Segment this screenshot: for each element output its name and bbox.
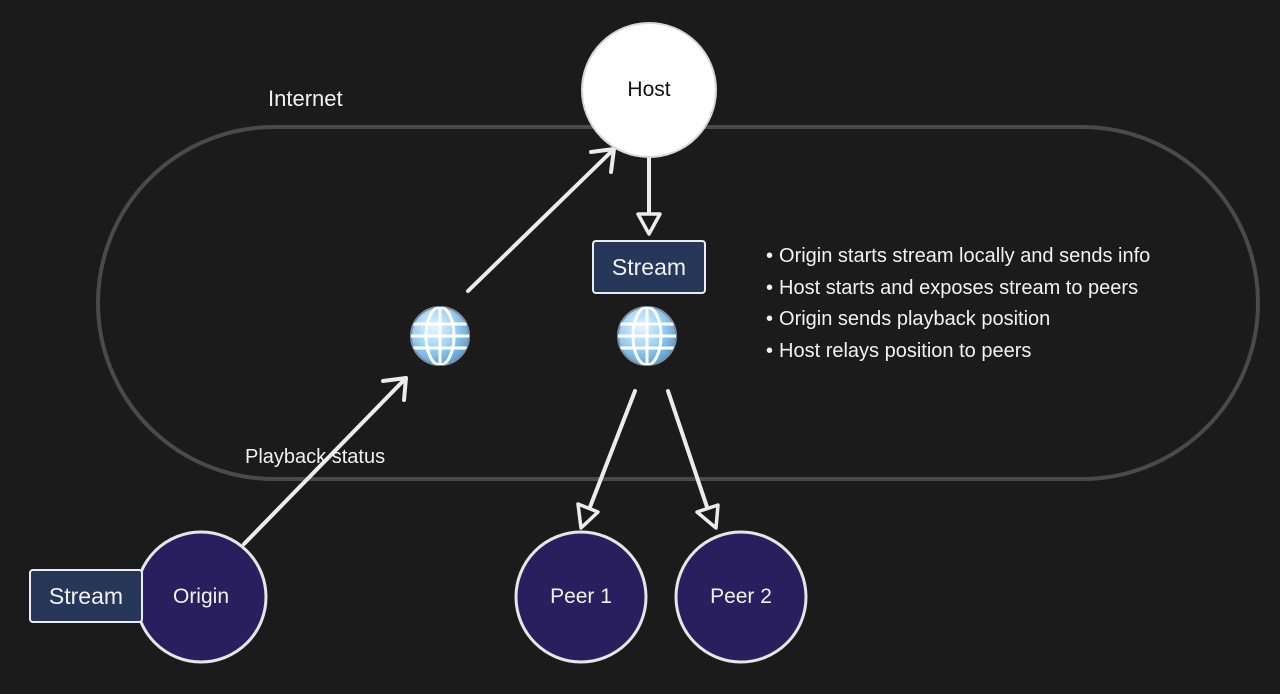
playback-status-label: Playback status bbox=[245, 446, 386, 468]
note-item: Host starts and exposes stream to peers bbox=[766, 273, 1150, 305]
notes-list: Origin starts stream locally and sends i… bbox=[766, 241, 1150, 367]
origin-label: Origin bbox=[172, 585, 230, 608]
peer2-node bbox=[674, 530, 808, 664]
host-stream-label: Stream bbox=[611, 253, 687, 280]
host-stream-box: Stream bbox=[592, 240, 706, 294]
host-node bbox=[581, 22, 717, 158]
origin-stream-label: Stream bbox=[48, 582, 124, 609]
arrow-globe-to-peer1 bbox=[576, 389, 637, 530]
arrow-host-to-stream bbox=[636, 157, 662, 236]
peer1-label: Peer 1 bbox=[550, 585, 612, 608]
globe-icon bbox=[617, 306, 677, 366]
host-label: Host bbox=[627, 78, 671, 101]
peer2-label: Peer 2 bbox=[710, 585, 772, 608]
note-item: Origin starts stream locally and sends i… bbox=[766, 241, 1150, 273]
arrow-globe-to-peer2 bbox=[666, 389, 720, 530]
arrow-globe-to-host bbox=[466, 147, 616, 293]
globe-icon bbox=[410, 306, 470, 366]
note-item: Host relays position to peers bbox=[766, 336, 1150, 368]
peer1-node bbox=[514, 530, 648, 664]
note-item: Origin sends playback position bbox=[766, 304, 1150, 336]
arrow-origin-to-globe bbox=[242, 376, 408, 546]
internet-label: Internet bbox=[268, 86, 343, 111]
origin-stream-box: Stream bbox=[29, 569, 143, 623]
